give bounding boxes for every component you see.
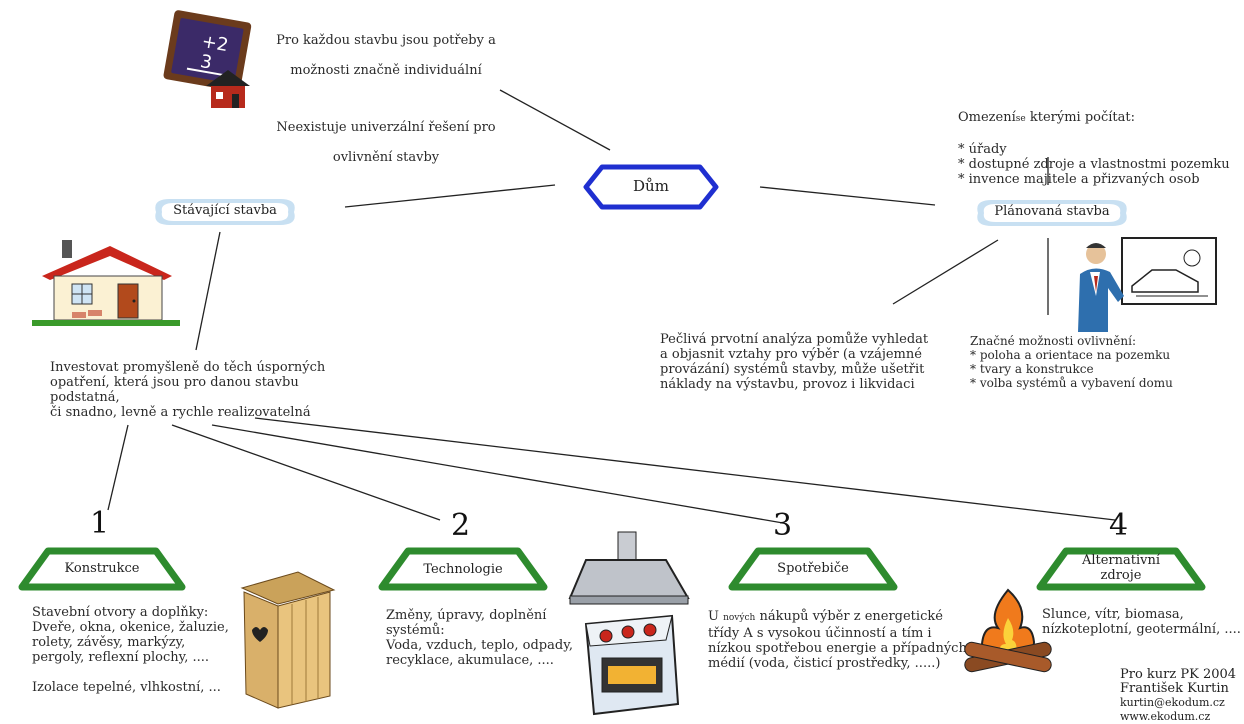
top-note: Pro každou stavbu jsou potřeby a možnost…	[266, 18, 506, 180]
existing-building-node: Stávající stavba	[150, 195, 300, 229]
branch-2-label: Technologie	[423, 562, 503, 577]
campfire-icon	[958, 584, 1058, 680]
line-to-branch-2	[171, 424, 441, 521]
branch-2-number: 2	[451, 508, 471, 543]
line-center-topnote	[499, 89, 611, 151]
branch-3-number: 3	[773, 508, 793, 543]
planned-building-node: Plánovaná stavba	[972, 196, 1132, 230]
branch-4-node: Alternativní zdroje	[1036, 545, 1206, 593]
svg-text:+2: +2	[200, 31, 230, 56]
signature-line2: František Kurtin	[1120, 681, 1229, 696]
branch-2-node: Technologie	[378, 545, 548, 593]
line-planned-analysis	[892, 239, 999, 305]
signature-website[interactable]: www.ekodum.cz	[1120, 710, 1211, 723]
branch-1-label: Konstrukce	[64, 561, 140, 576]
branch-4-label: Alternativní zdroje	[1081, 553, 1161, 583]
branch-1-number: 1	[90, 506, 110, 541]
stove-with-hood-icon	[566, 528, 696, 718]
signature: Pro kurz PK 2004 František Kurtin kurtin…	[1120, 668, 1240, 724]
center-label: Dům	[633, 177, 669, 195]
branch-4-number: 4	[1109, 508, 1129, 543]
center-node: Dům	[582, 162, 720, 212]
existing-building-text: Investovat promyšleně do těch úsporných …	[50, 360, 326, 420]
signature-line1: Pro kurz PK 2004	[1120, 667, 1237, 682]
house-icon	[32, 238, 180, 326]
chalkboard-house-icon: +2 3	[158, 8, 258, 113]
top-note-line4: ovlivnění stavby	[332, 150, 440, 165]
branch-2-text: Změny, úpravy, doplnění systémů: Voda, v…	[386, 608, 573, 668]
line-to-branch-3	[211, 424, 784, 524]
existing-building-label: Stávající stavba	[173, 203, 277, 218]
branch-1-text: Stavební otvory a doplňky: Dveře, okna, …	[32, 605, 229, 695]
line-center-planned	[759, 186, 936, 206]
top-note-line3: Neexistuje univerzální řešení pro	[276, 120, 496, 135]
branch-4-text: Slunce, vítr, biomasa, nízkoteplotní, ge…	[1042, 607, 1241, 637]
svg-text:3: 3	[199, 51, 214, 74]
signature-email[interactable]: kurtin@ekodum.cz	[1120, 696, 1225, 709]
analysis-text: Pečlivá prvotní analýza pomůže vyhledat …	[660, 332, 929, 392]
line-to-branch-1	[107, 424, 129, 511]
outhouse-icon	[238, 570, 338, 710]
planned-limits: Omezeníse kterými počítat: * úřady * dos…	[958, 95, 1243, 202]
line-to-branch-4	[254, 417, 1116, 521]
line-center-existing	[344, 184, 556, 208]
branch-3-node: Spotřebiče	[728, 545, 898, 593]
line-existing-text	[195, 231, 221, 351]
planned-limits-title: Omezeníse kterými počítat:	[958, 110, 1135, 125]
top-note-line2: možnosti značně individuální	[290, 63, 482, 78]
planned-building-label: Plánovaná stavba	[994, 204, 1110, 219]
architect-with-plan-icon	[1072, 236, 1220, 332]
top-note-line1: Pro každou stavbu jsou potřeby a	[276, 33, 496, 48]
branch-3-label: Spotřebiče	[777, 561, 849, 576]
planned-limits-list: * úřady * dostupné zdroje a vlastnostmi …	[958, 142, 1230, 187]
branch-3-text: U nových nákupů výběr z energetické tříd…	[708, 609, 967, 671]
planned-options: Značné možnosti ovlivnění: * poloha a or…	[970, 334, 1173, 390]
branch-1-node: Konstrukce	[18, 545, 186, 593]
